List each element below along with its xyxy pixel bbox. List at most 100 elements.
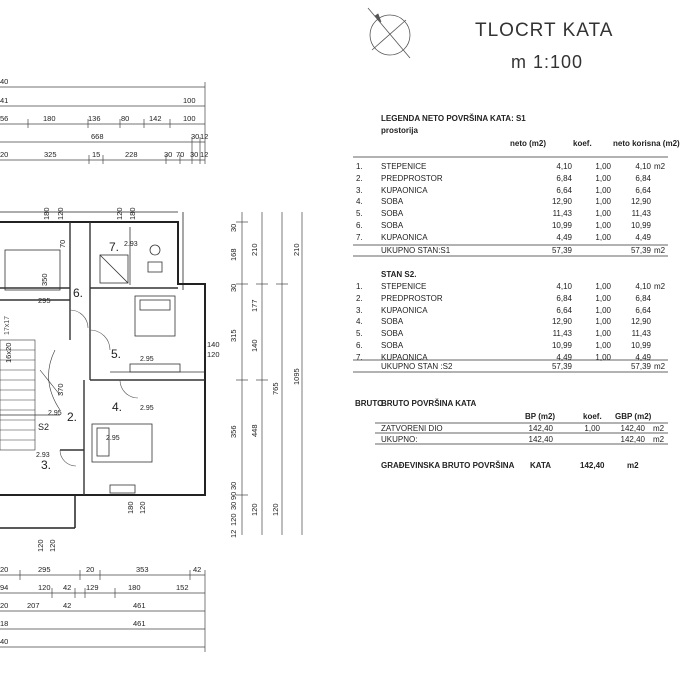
bruto-heading: BRUTO POVRŠINA KATA: [381, 399, 477, 408]
bottom-dimension-lines: [0, 570, 206, 652]
total-label: UKUPNO STAN :S2: [381, 362, 453, 371]
row-number: 6.: [356, 221, 363, 230]
neto-value: 4,10: [556, 282, 572, 291]
row-number: 7.: [356, 232, 363, 242]
dim-label: 129: [86, 583, 99, 592]
dim-label: 100: [183, 96, 196, 105]
drawing-title: TLOCRT KATA: [475, 20, 614, 41]
korisna-value: 6,64: [635, 305, 651, 315]
s2-heading: STAN S2.: [381, 270, 417, 279]
gbp-value: 142,40: [620, 424, 645, 433]
koef-value: 1,00: [595, 221, 611, 230]
dim-label: 42: [193, 565, 202, 574]
dim-label: 12: [200, 132, 209, 141]
dim-label: 70: [176, 150, 185, 159]
korisna-value: 6,84: [635, 293, 651, 303]
row-number: 2.: [356, 293, 363, 303]
dim-label: 142: [149, 114, 162, 123]
gradevinska-kata: KATA: [530, 461, 552, 470]
dim-label: 80: [121, 114, 130, 123]
legend-subheading: prostorija: [381, 126, 418, 135]
koef-value: 1,00: [595, 162, 611, 171]
korisna-value: 12,90: [630, 317, 651, 327]
neto-value: 6,64: [556, 185, 572, 195]
furniture: [4, 244, 181, 494]
row-number: 3.: [356, 305, 363, 315]
neto-value: 4,49: [556, 352, 572, 362]
room-number-5: 5.: [111, 347, 122, 361]
dim-label: 295: [38, 565, 51, 574]
bp-value: 142,40: [528, 435, 553, 444]
level-mark: 2.95: [48, 410, 62, 417]
row-number: 5.: [356, 209, 363, 219]
gradevinska-label: GRAĐEVINSKA BRUTO POVRŠINA: [381, 461, 515, 470]
room-name: PREDPROSTOR: [381, 293, 443, 303]
dim-label: 120: [207, 350, 220, 359]
total-label: UKUPNO STAN:S1: [381, 246, 451, 255]
room-name: STEPENICE: [381, 162, 427, 171]
koef-value: 1,00: [595, 341, 611, 350]
level-mark: 2.95: [140, 405, 154, 412]
row-number: 1.: [356, 282, 363, 291]
neto-value: 10,99: [551, 221, 572, 230]
row-number: 1.: [356, 162, 363, 171]
neto-value: 12,90: [551, 197, 572, 207]
legend-rules: [353, 156, 668, 445]
korisna-value: 4,49: [635, 352, 651, 362]
bruto-koef: 1,00: [584, 424, 600, 433]
unit: m2: [654, 362, 666, 371]
dim-label: 100: [183, 114, 196, 123]
korisna-value: 4,49: [635, 232, 651, 242]
staircase: [0, 339, 61, 451]
row-number: 6.: [356, 341, 363, 350]
dim-label: 15: [92, 150, 101, 159]
top-dimension-lines: [0, 82, 206, 164]
dim-label: 136: [88, 114, 101, 123]
row-number: 2.: [356, 173, 363, 183]
col-gbp: GBP (m2): [615, 412, 652, 421]
dim-label: 461: [133, 619, 146, 628]
unit: m2: [654, 162, 666, 171]
unit: m2: [653, 435, 665, 444]
total-korisna: 57,39: [630, 362, 651, 371]
korisna-value: 4,10: [635, 282, 651, 291]
unit: m2: [653, 424, 665, 433]
koef-value: 1,00: [595, 352, 611, 362]
total-neto: 57,39: [551, 362, 572, 371]
row-number: 7.: [356, 352, 363, 362]
dim-label: 42: [63, 601, 72, 610]
col-neto: neto (m2): [510, 139, 546, 148]
row-number: 4.: [356, 317, 363, 327]
dim-label: 20: [0, 565, 9, 574]
drawing-scale: m 1:100: [511, 52, 584, 72]
bruto-prefix: BRUTO: [355, 399, 384, 408]
total-korisna: 57,39: [630, 246, 651, 255]
col-koef2: koef.: [583, 412, 602, 421]
korisna-value: 10,99: [630, 341, 651, 350]
dim-label: 40: [0, 637, 9, 646]
dim-label: 56: [0, 114, 9, 123]
room-name: KUPAONICA: [381, 352, 428, 362]
dim-label: 30: [190, 150, 199, 159]
unit: m2: [654, 246, 666, 255]
row-number: 4.: [356, 197, 363, 207]
neto-value: 4,10: [556, 162, 572, 171]
room-name: SOBA: [381, 341, 404, 350]
neto-value: 10,99: [551, 341, 572, 350]
level-mark: 2.93: [36, 452, 50, 459]
dim-label: 20: [0, 150, 9, 159]
room-name: STEPENICE: [381, 282, 427, 291]
building-walls: [0, 211, 206, 529]
room-number-3: 3.: [41, 458, 52, 472]
korisna-value: 12,90: [630, 197, 651, 207]
level-mark: 2.95: [140, 356, 154, 363]
neto-value: 11,43: [552, 209, 572, 219]
neto-value: 6,84: [556, 293, 572, 303]
unit: m2: [654, 282, 666, 291]
dim-label: 140: [207, 340, 220, 349]
room-number-4: 4.: [112, 400, 123, 414]
korisna-value: 6,64: [635, 185, 651, 195]
row-number: 3.: [356, 185, 363, 195]
bruto-row-label: UKUPNO:: [381, 435, 418, 444]
